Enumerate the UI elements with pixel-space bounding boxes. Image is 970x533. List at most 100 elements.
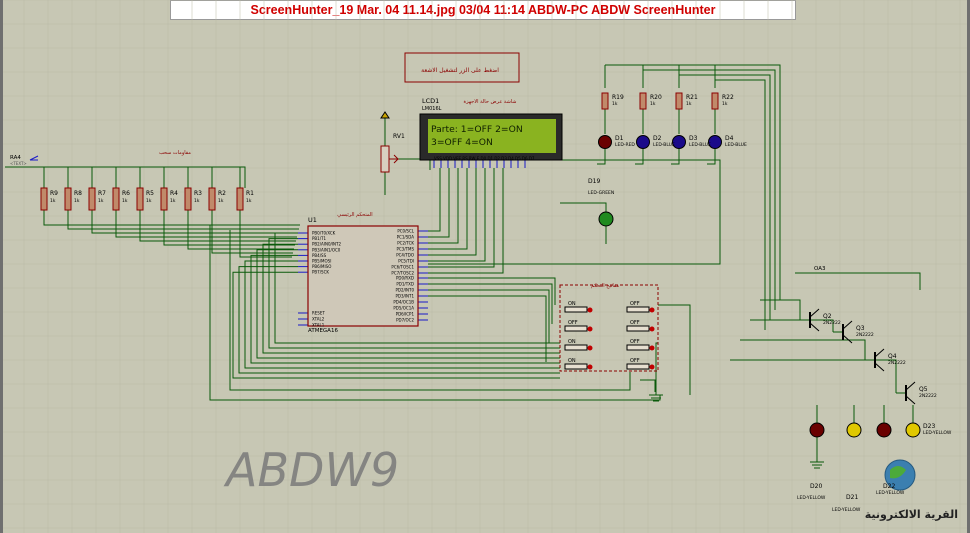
- wire: [760, 299, 801, 320]
- wire: [428, 168, 477, 256]
- resistor-val: 1k: [50, 198, 56, 204]
- mcu-left-pin-label: PB2/AIN0/INT2: [312, 242, 341, 247]
- right-edge: [967, 0, 970, 533]
- top-led-d3: [672, 135, 686, 149]
- green-led-ref: D19: [588, 178, 600, 185]
- resistor-ref: R9: [50, 190, 58, 197]
- capture-title: ScreenHunter_19 Mar. 04 11.14.jpg 03/04 …: [250, 3, 716, 17]
- wire: [715, 79, 766, 330]
- wire: [643, 69, 776, 310]
- top-resistor-ref: R20: [650, 94, 662, 101]
- mcu-right-pin-label: PD1/TXD: [396, 282, 414, 287]
- resistor-ref: R3: [194, 190, 202, 197]
- wire: [597, 149, 606, 165]
- top-led-val: LED-BLUE: [653, 142, 675, 148]
- resistor-ref: R1: [246, 190, 254, 197]
- switch-right-1: [626, 306, 650, 313]
- top-led-d4: [708, 135, 722, 149]
- green-led: [598, 211, 614, 227]
- watermark: ABDW9: [223, 443, 399, 497]
- switch-left-4: [564, 363, 588, 370]
- top-led-ref: D2: [653, 135, 662, 142]
- lcd-ref: LCD1: [422, 97, 439, 105]
- wire: [428, 277, 556, 305]
- top-resistor-r19: [601, 92, 609, 110]
- oa3-label: OA3: [814, 266, 826, 272]
- resistor-val: 1k: [146, 198, 152, 204]
- wire: [5, 166, 246, 188]
- bottom-led-1: [809, 422, 825, 438]
- vcc-arrow: [380, 111, 390, 119]
- wire: [560, 202, 607, 212]
- resistor-val: 1k: [98, 198, 104, 204]
- rv1-wiper: [389, 154, 400, 164]
- resistor-ref: R6: [122, 190, 130, 197]
- bottom-led-ref: D22: [883, 483, 895, 490]
- mcu-left-pin-label: XTAL1: [312, 323, 325, 328]
- wire: [707, 149, 716, 165]
- top-resistor-val: 1k: [612, 101, 618, 107]
- wire: [635, 149, 644, 165]
- lcd-line-1: Parte: 1=OFF 2=ON: [431, 124, 523, 135]
- top-resistor-ref: R19: [612, 94, 624, 101]
- text-tag: <TEXT>: [10, 161, 27, 166]
- switch-right-indicator: [649, 345, 655, 351]
- bottom-led-ref: D20: [810, 483, 822, 490]
- lcd-screen: [428, 119, 556, 153]
- lcd-caption: شاشة عرض حالة الاجهزة: [464, 99, 517, 105]
- transistor-q3-leads: [842, 320, 853, 344]
- ground-icon: [649, 394, 663, 402]
- switch-left-indicator: [587, 307, 593, 313]
- wire: [274, 232, 560, 344]
- switch-left-2: [564, 325, 588, 332]
- resistor-r6: [112, 187, 120, 211]
- switch-left-indicator: [587, 326, 593, 332]
- top-resistor-val: 1k: [650, 101, 656, 107]
- transistor-ref: Q3: [856, 325, 865, 332]
- mcu-right-pin-label: PC2/TCK: [397, 241, 414, 246]
- mcu-right-pin-label: PC6/TOSC1: [391, 265, 414, 270]
- resistor-r9: [40, 187, 48, 211]
- resistor-ref: R5: [146, 190, 154, 197]
- resistor-val: 1k: [194, 198, 200, 204]
- transistor-q4-leads: [874, 348, 885, 372]
- wire: [640, 379, 656, 392]
- switch-right-label: OFF: [630, 320, 640, 326]
- bottom-led-val: LED-YELLOW: [876, 490, 905, 496]
- wire: [428, 283, 553, 324]
- resistor-r4: [160, 187, 168, 211]
- wire: [428, 168, 468, 250]
- bottom-led-ref: D21: [846, 494, 858, 501]
- top-led-d2: [636, 135, 650, 149]
- lcd-pin-label: VSS VDD VEE RS RW E D0 D1 D2 D3 D4 D5 D6…: [434, 156, 535, 161]
- mcu-part: ATMEGA16: [308, 328, 338, 334]
- green-led-val: LED-GREEN: [588, 190, 614, 196]
- wire: [750, 319, 834, 332]
- rv1-ref: RV1: [393, 133, 405, 140]
- mcu-right-pin-label: PC1/SDA: [397, 235, 415, 240]
- mcu-left-pin-label: RESET: [312, 311, 325, 316]
- mcu-left-pin-label: PB7/SCK: [312, 270, 329, 275]
- wire: [679, 74, 771, 320]
- mcu-right-pin-label: PC3/TMS: [396, 247, 414, 252]
- top-resistor-r21: [675, 92, 683, 110]
- wire: [115, 210, 297, 238]
- switch-left-label: ON: [568, 339, 576, 345]
- transistor-ref: Q2: [823, 313, 832, 320]
- switch-left-3: [564, 344, 588, 351]
- wire: [428, 289, 550, 343]
- wire: [605, 64, 781, 300]
- bottom-led-4: [905, 422, 921, 438]
- wire: [229, 230, 631, 391]
- switch-right-4: [626, 363, 650, 370]
- mcu-left-pin-label: PB1/T1: [312, 236, 326, 241]
- top-led-ref: D4: [725, 135, 734, 142]
- mcu-right-pin-label: PC5/TDI: [398, 259, 414, 264]
- wire: [428, 168, 495, 268]
- resistor-r5: [136, 187, 144, 211]
- wire: [428, 295, 547, 362]
- switch-group: [559, 284, 659, 372]
- resistor-r1: [236, 187, 244, 211]
- resistor-val: 1k: [122, 198, 128, 204]
